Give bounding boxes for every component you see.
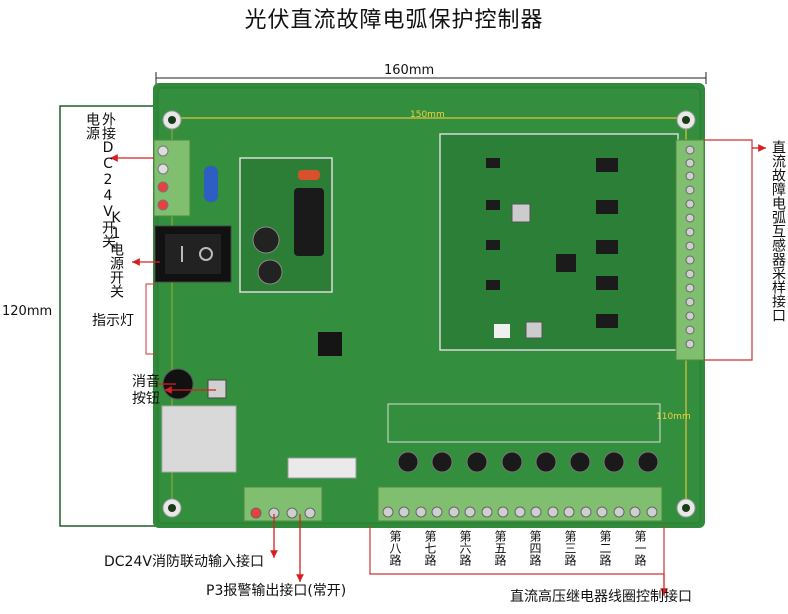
- sensor-channel-4: 第四路: [706, 234, 739, 247]
- comm-module: [161, 405, 237, 473]
- sensor-label-bracket: [704, 139, 753, 361]
- inner-width-label: 150mm: [410, 110, 445, 120]
- relay-channel-6: 第六路: [458, 530, 472, 566]
- key-button-board: [525, 321, 543, 339]
- sensor-channel-7: 第七路: [706, 315, 739, 328]
- width-dimension-label: 160mm: [384, 63, 435, 78]
- relay-channel-7: 第七路: [423, 530, 437, 566]
- relay-channel-1: 第一路: [633, 530, 647, 566]
- varistor: [204, 166, 218, 202]
- relay-channel-2: 第二路: [598, 530, 612, 566]
- capacitor-round-2: [257, 259, 283, 285]
- sampling-board: [439, 133, 679, 351]
- fire-input-label: DC24V消防联动输入接口: [104, 554, 264, 570]
- relay-label-bracket: [369, 526, 665, 575]
- k1-switch-label: K1电源开关: [108, 210, 124, 298]
- k1-power-switch: [154, 225, 232, 283]
- relay-channel-3: 第三路: [563, 530, 577, 566]
- relay-terminal-screws: [382, 506, 658, 518]
- p3-alarm-label: P3报警输出接口(常开): [206, 583, 347, 599]
- relay-interface-label: 直流高压继电器线圈控制接口: [510, 589, 692, 605]
- sensor-channel-5: 第五路: [706, 261, 739, 274]
- capacitor-large: [294, 188, 324, 256]
- relay-driver-caps: [397, 451, 659, 473]
- mcu-chip: [318, 332, 342, 356]
- sensor-terminal-screws: [685, 145, 695, 349]
- height-dimension-label: 120mm: [2, 304, 53, 319]
- page-title: 光伏直流故障电弧保护控制器: [244, 8, 544, 33]
- sampling-board-chips: [486, 158, 618, 328]
- sensor-channel-2: 第二路: [706, 178, 739, 191]
- relay-channel-4: 第四路: [528, 530, 542, 566]
- sensor-interface-label: 直流故障电弧互感器采样接口: [770, 140, 786, 322]
- relay-white-block: [287, 457, 357, 479]
- sensor-channel-8: 第八路: [706, 342, 739, 355]
- dc24v-terminal-block: [153, 139, 191, 217]
- dc24v-ext-label: 外接DC24V开关电源: [84, 112, 116, 248]
- fuse: [298, 170, 320, 180]
- indicator-bracket: [145, 283, 156, 355]
- mounting-holes: [162, 110, 696, 518]
- relay-channel-8: 第八路: [388, 530, 402, 566]
- sensor-channel-1: 第一路: [706, 150, 739, 163]
- inner-height-label: 110mm: [656, 412, 691, 422]
- mute-button-graphic: [207, 379, 227, 399]
- mute-button-label: 消音按钮: [132, 374, 160, 407]
- sensor-channel-3: 第三路: [706, 206, 739, 219]
- relay-led-area: [387, 403, 661, 443]
- qr-label: [494, 324, 510, 338]
- relay-channel-5: 第五路: [493, 530, 507, 566]
- sensor-channel-6: 第六路: [706, 288, 739, 301]
- reset-button-board: [511, 203, 531, 223]
- capacitor-round: [252, 226, 280, 254]
- indicator-label: 指示灯: [92, 313, 134, 329]
